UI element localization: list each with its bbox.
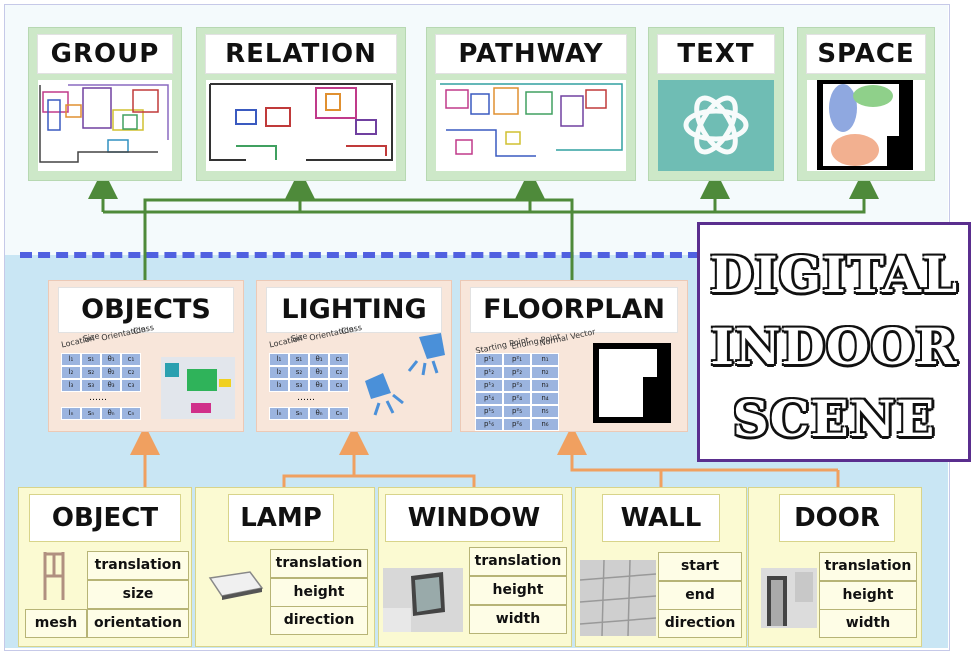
title-line-3: SCENE — [732, 389, 936, 448]
text-label: TEXT — [657, 34, 775, 74]
chair-icon — [43, 552, 65, 600]
group-graph-thumbnail — [38, 80, 172, 171]
window-label: WINDOW — [385, 494, 563, 542]
lamp-attr-height: height — [270, 578, 368, 607]
window-attr-translation: translation — [469, 547, 567, 576]
lighting-label: LIGHTING — [266, 287, 442, 333]
wall-label: WALL — [602, 494, 720, 542]
lamp-attr-translation: translation — [270, 549, 368, 578]
space-label: SPACE — [806, 34, 926, 74]
door-attr-translation: translation — [819, 552, 917, 581]
wall-panel: WALL start end direction — [575, 487, 747, 647]
wall-attr-end: end — [658, 581, 742, 610]
spotlight-icon — [365, 333, 445, 416]
relation-panel: RELATION — [196, 27, 406, 181]
object-label: OBJECT — [29, 494, 181, 542]
relation-graph-thumbnail — [206, 80, 396, 171]
room-render-thumbnail — [161, 357, 235, 419]
object-attr-size: size — [87, 580, 189, 609]
title-line-1: DIGITAL — [709, 245, 959, 304]
text-panel: TEXT — [648, 27, 784, 181]
pathway-label: PATHWAY — [435, 34, 627, 74]
door-label: DOOR — [779, 494, 895, 542]
pathway-graph-thumbnail — [436, 80, 626, 171]
lamp-label: LAMP — [228, 494, 334, 542]
window-panel: WINDOW translation height width — [378, 487, 572, 647]
object-panel: OBJECT translation size orientation mesh — [18, 487, 192, 647]
group-panel: GROUP — [28, 27, 182, 181]
window-attr-height: height — [469, 576, 567, 605]
wall-render-thumbnail — [580, 560, 656, 636]
ceiling-lamp-icon — [208, 571, 264, 600]
object-attr-translation: translation — [87, 551, 189, 580]
digital-indoor-scene-title: DIGITAL INDOOR SCENE — [697, 222, 971, 462]
lamp-panel: LAMP translation height direction — [195, 487, 375, 647]
floorplan-label: FLOORPLAN — [470, 287, 678, 333]
openai-logo-icon — [683, 95, 749, 155]
door-attr-width: width — [819, 609, 917, 638]
objects-label: OBJECTS — [58, 287, 234, 333]
space-panel: SPACE — [797, 27, 935, 181]
relation-label: RELATION — [205, 34, 397, 74]
title-line-2: INDOOR — [710, 317, 958, 376]
orange-connectors — [130, 425, 840, 488]
window-attr-width: width — [469, 605, 567, 634]
door-render-thumbnail — [761, 568, 817, 628]
lighting-panel: LIGHTING Location Size Orientation Class… — [256, 280, 452, 432]
door-attr-height: height — [819, 581, 917, 610]
divider-dashed-line — [20, 252, 700, 258]
object-attr-mesh: mesh — [25, 609, 87, 638]
door-panel: DOOR translation height width — [748, 487, 922, 647]
text-openai-logo-thumbnail — [658, 80, 774, 171]
pathway-panel: PATHWAY — [426, 27, 636, 181]
wall-attr-direction: direction — [658, 609, 742, 638]
objects-panel: OBJECTS Location Size Orientation Class … — [48, 280, 244, 432]
lamp-attr-direction: direction — [270, 606, 368, 635]
window-render-thumbnail — [383, 568, 463, 632]
space-map-thumbnail — [807, 80, 925, 171]
object-attr-orientation: orientation — [87, 609, 189, 638]
group-label: GROUP — [37, 34, 173, 74]
green-connectors — [88, 169, 879, 282]
floorplan-map-thumbnail — [593, 343, 671, 423]
wall-attr-start: start — [658, 552, 742, 581]
floorplan-panel: FLOORPLAN Starting Point Ending Point No… — [460, 280, 688, 432]
